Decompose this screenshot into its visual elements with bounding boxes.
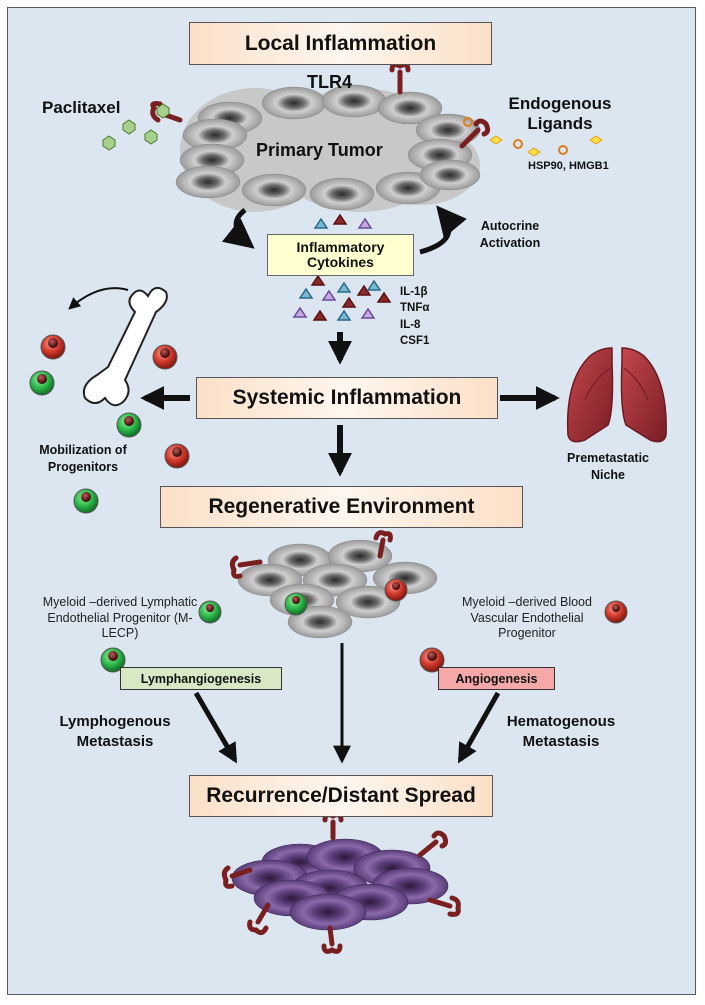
lymphatic-progenitor-cells <box>100 600 222 673</box>
local-inflammation-box: Local Inflammation <box>189 22 492 65</box>
cytokine-il1b: IL-1β <box>400 286 428 298</box>
lymphogenous-label: Lymphogenous Metastasis <box>59 713 171 751</box>
recurrence-box: Recurrence/Distant Spread <box>189 775 493 817</box>
autocrine-arrows <box>221 205 467 255</box>
hematogenous-label: Hematogenous Metastasis <box>506 713 616 751</box>
mobilization-label: Mobilization of Progenitors <box>39 443 127 474</box>
bone-curved-arrow <box>68 287 129 310</box>
premetastatic-label: Premetastatic Niche <box>567 451 649 482</box>
inflammatory-cytokines-box: Inflammatory Cytokines <box>267 234 414 276</box>
primary-tumor-label: Primary Tumor <box>256 140 383 160</box>
cytokine-il8: IL-8 <box>400 318 421 331</box>
primary-tumor-cells <box>175 84 481 212</box>
cytokine-triangles-cluster <box>292 274 392 321</box>
cytokine-tnfa: TNFα <box>400 302 430 315</box>
cytokine-triangles-top <box>313 213 373 229</box>
mobilized-progenitor-cells <box>29 334 190 514</box>
endogenous-ligands <box>463 117 603 157</box>
autocrine-label: Autocrine Activation <box>479 219 541 250</box>
regenerative-environment-box: Regenerative Environment <box>160 486 523 528</box>
cytokine-csf1: CSF1 <box>400 334 430 347</box>
blood-progenitor-label: Myeloid –derived Blood Vascular Endothel… <box>462 595 592 641</box>
regenerative-cells <box>237 539 438 639</box>
paclitaxel-label: Paclitaxel <box>42 98 121 117</box>
regenerative-receptors <box>229 530 393 579</box>
paclitaxel-molecules <box>102 103 170 151</box>
endogenous-ligands-label: Endogenous Ligands <box>508 94 612 133</box>
tlr4-receptors <box>150 62 491 149</box>
flow-arrows <box>140 332 560 764</box>
metastatic-receptors <box>221 812 461 954</box>
lungs-icon <box>566 347 667 443</box>
mlecp-label: Myeloid –derived Lymphatic Endothelial P… <box>42 595 198 641</box>
tlr4-label: TLR4 <box>307 72 352 92</box>
cytokine-list: IL-1β TNFα IL-8 CSF1 <box>400 284 429 349</box>
bone <box>82 286 168 407</box>
blood-progenitor-cells <box>419 600 628 673</box>
metastatic-cells <box>231 838 449 931</box>
lymphangiogenesis-box: Lymphangiogenesis <box>120 667 282 690</box>
hsp-label: HSP90, HMGB1 <box>528 160 609 172</box>
systemic-inflammation-box: Systemic Inflammation <box>196 377 498 419</box>
angiogenesis-box: Angiogenesis <box>438 667 555 690</box>
